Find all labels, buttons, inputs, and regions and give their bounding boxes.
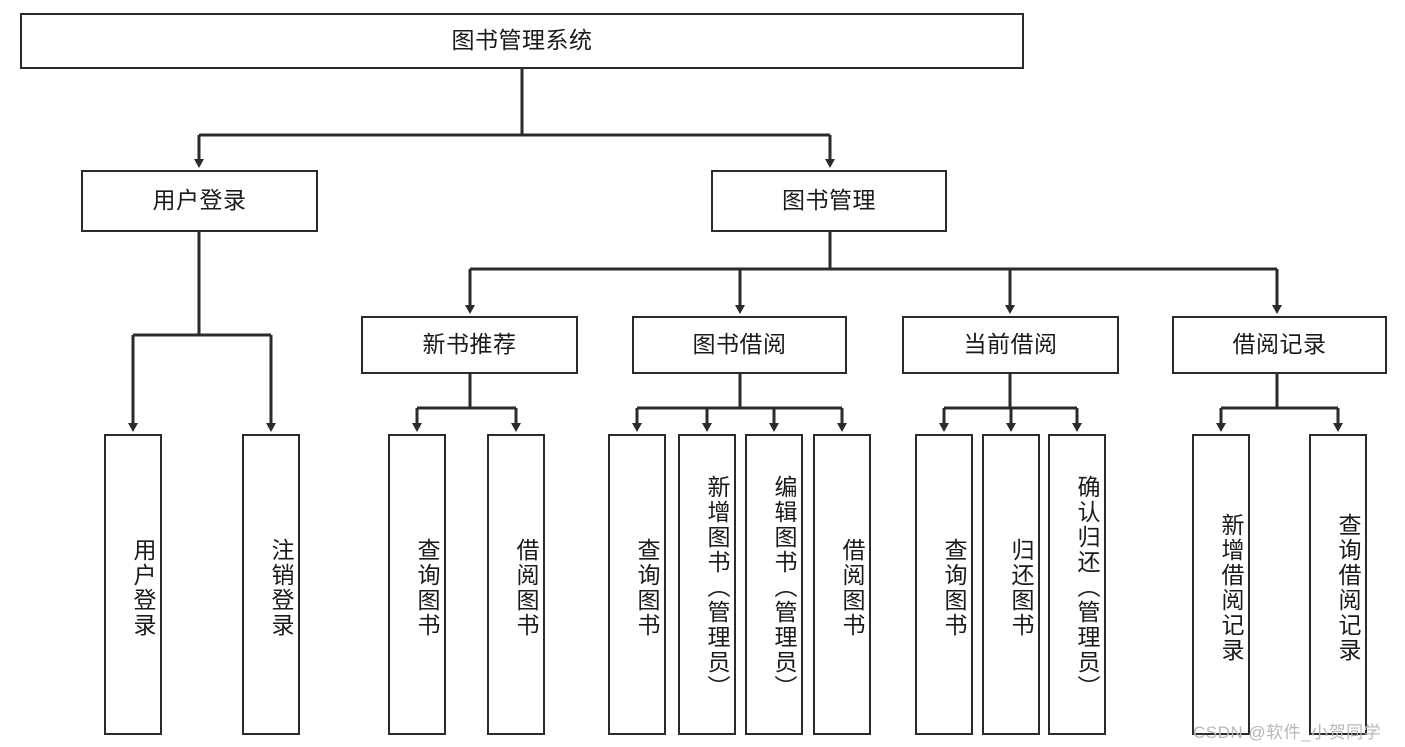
node-leaf-user-login-label: 用户登录 (130, 537, 156, 638)
node-current-borrow[interactable]: 当前借阅 (902, 316, 1119, 374)
node-leaf-confirm-return-label: 确认归还（管理员） (1074, 475, 1100, 700)
node-leaf-query-book-3[interactable]: 查询图书 (915, 434, 973, 735)
node-leaf-return-book-label: 归还图书 (1008, 537, 1034, 638)
node-leaf-borrow-book-2-label: 借阅图书 (839, 537, 865, 638)
node-borrow-record-label: 借阅记录 (1232, 331, 1327, 358)
node-leaf-logout[interactable]: 注销登录 (242, 434, 300, 735)
node-root[interactable]: 图书管理系统 (20, 13, 1024, 69)
node-leaf-add-book-label: 新增图书（管理员） (704, 475, 730, 700)
node-leaf-query-record-label: 查询借阅记录 (1335, 512, 1361, 663)
node-leaf-query-book-1-label: 查询图书 (414, 537, 440, 638)
node-leaf-add-record-label: 新增借阅记录 (1218, 512, 1244, 663)
csdn-watermark: CSDN @软件_小贺同学 (1193, 723, 1382, 742)
node-root-label: 图书管理系统 (451, 27, 593, 54)
node-leaf-user-login[interactable]: 用户登录 (104, 434, 162, 735)
node-leaf-return-book[interactable]: 归还图书 (982, 434, 1040, 735)
node-leaf-borrow-book-1[interactable]: 借阅图书 (487, 434, 545, 735)
node-leaf-query-book-2[interactable]: 查询图书 (608, 434, 666, 735)
node-leaf-borrow-book-1-label: 借阅图书 (513, 537, 539, 638)
node-leaf-add-record[interactable]: 新增借阅记录 (1192, 434, 1250, 735)
node-book-manage-label: 图书管理 (782, 187, 876, 214)
node-leaf-add-book[interactable]: 新增图书（管理员） (678, 434, 736, 735)
node-leaf-query-book-1[interactable]: 查询图书 (388, 434, 446, 735)
node-book-borrow[interactable]: 图书借阅 (632, 316, 847, 374)
node-new-book-recommend[interactable]: 新书推荐 (361, 316, 578, 374)
node-book-borrow-label: 图书借阅 (692, 331, 787, 358)
node-leaf-query-record[interactable]: 查询借阅记录 (1309, 434, 1367, 735)
node-borrow-record[interactable]: 借阅记录 (1172, 316, 1387, 374)
node-leaf-confirm-return[interactable]: 确认归还（管理员） (1048, 434, 1106, 735)
node-leaf-query-book-3-label: 查询图书 (941, 537, 967, 638)
node-user-login[interactable]: 用户登录 (81, 170, 318, 232)
node-leaf-logout-label: 注销登录 (268, 537, 294, 638)
node-book-manage[interactable]: 图书管理 (711, 170, 947, 232)
node-user-login-label: 用户登录 (152, 187, 247, 214)
node-new-book-recommend-label: 新书推荐 (422, 331, 517, 358)
node-leaf-borrow-book-2[interactable]: 借阅图书 (813, 434, 871, 735)
node-leaf-query-book-2-label: 查询图书 (634, 537, 660, 638)
node-current-borrow-label: 当前借阅 (963, 331, 1058, 358)
node-leaf-edit-book-label: 编辑图书（管理员） (771, 475, 797, 700)
node-leaf-edit-book[interactable]: 编辑图书（管理员） (745, 434, 803, 735)
